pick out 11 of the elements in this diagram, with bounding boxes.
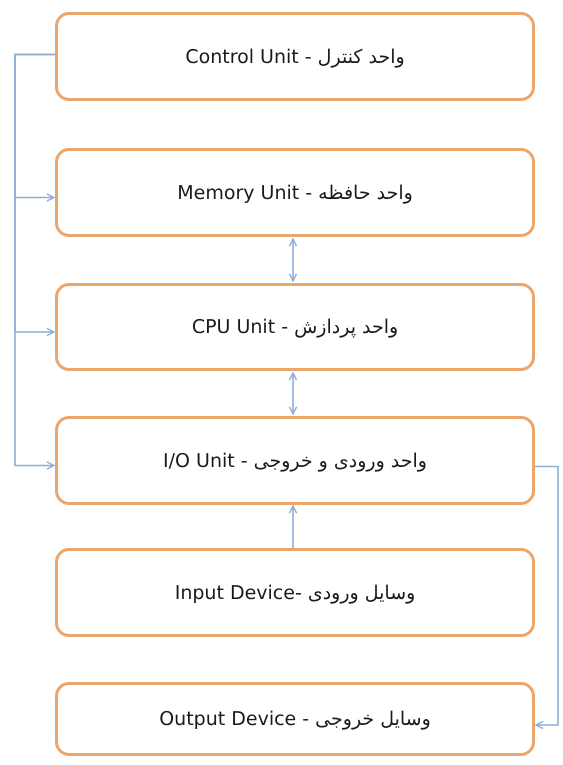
- arrow: [288, 505, 298, 548]
- unit-box: واحد ورودی و خروجی - I/O Unit: [55, 416, 535, 505]
- unit-box: واحد کنترل - Control Unit: [55, 12, 535, 101]
- unit-box: واحد پردازش - CPU Unit: [55, 283, 535, 371]
- arrow: [288, 238, 298, 282]
- arrow: [535, 466, 559, 730]
- arrow: [14, 54, 55, 470]
- unit-box: واحد حافظه - Memory Unit: [55, 148, 535, 237]
- unit-box: وسایل خروجی - Output Device: [55, 682, 535, 756]
- arrow: [288, 372, 298, 415]
- unit-box: وسایل ورودی -Input Device: [55, 548, 535, 637]
